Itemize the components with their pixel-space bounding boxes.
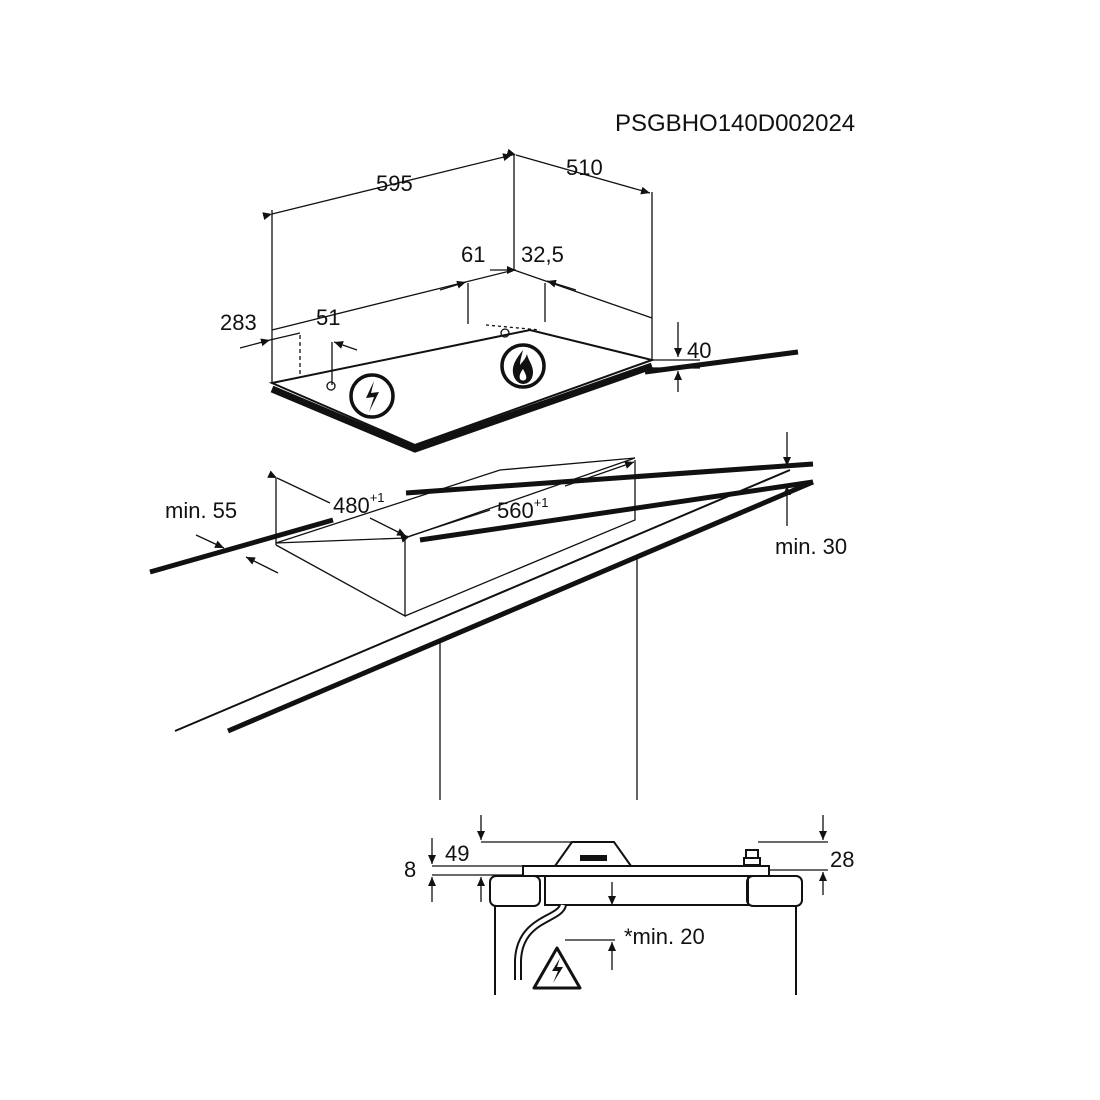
min-front-distance: min. 55 — [165, 498, 237, 523]
side-total-height: 49 — [445, 841, 469, 866]
cutout-width-tolerance: +1 — [534, 495, 549, 510]
electric-warning-triangle-icon — [532, 946, 582, 990]
min-worktop-thickness: min. 30 — [775, 534, 847, 559]
electric-hazard-icon — [349, 373, 395, 419]
side-knob-height: 28 — [830, 847, 854, 872]
side-view — [489, 841, 803, 995]
hob-dimension-lines — [239, 148, 700, 392]
dim-connection-right-spacing: 32,5 — [521, 242, 564, 267]
cutout-depth-480: 480+1 — [333, 490, 385, 518]
gas-flame-icon — [500, 343, 546, 389]
side-view-dimension-lines — [428, 815, 828, 970]
product-code: PSGBHO140D002024 — [615, 110, 855, 137]
cutout-depth-tolerance: +1 — [370, 490, 385, 505]
dim-depth-510: 510 — [566, 155, 603, 180]
dim-height-40: 40 — [687, 338, 711, 363]
hob-top-view — [268, 155, 799, 453]
dim-connection-right-offset: 61 — [461, 242, 485, 267]
cutout-width-560: 560+1 — [497, 495, 549, 523]
dim-connection-left-offset: 283 — [220, 310, 257, 335]
worktop-cutout — [149, 457, 814, 800]
side-min-clearance: *min. 20 — [624, 924, 705, 949]
dim-width-595: 595 — [376, 171, 413, 196]
dim-connection-left-spacing: 51 — [316, 305, 340, 330]
cutout-width-value: 560 — [497, 498, 534, 523]
side-glass-height: 8 — [404, 857, 416, 882]
cutout-dimension-lines — [195, 432, 791, 574]
cutout-depth-value: 480 — [333, 493, 370, 518]
